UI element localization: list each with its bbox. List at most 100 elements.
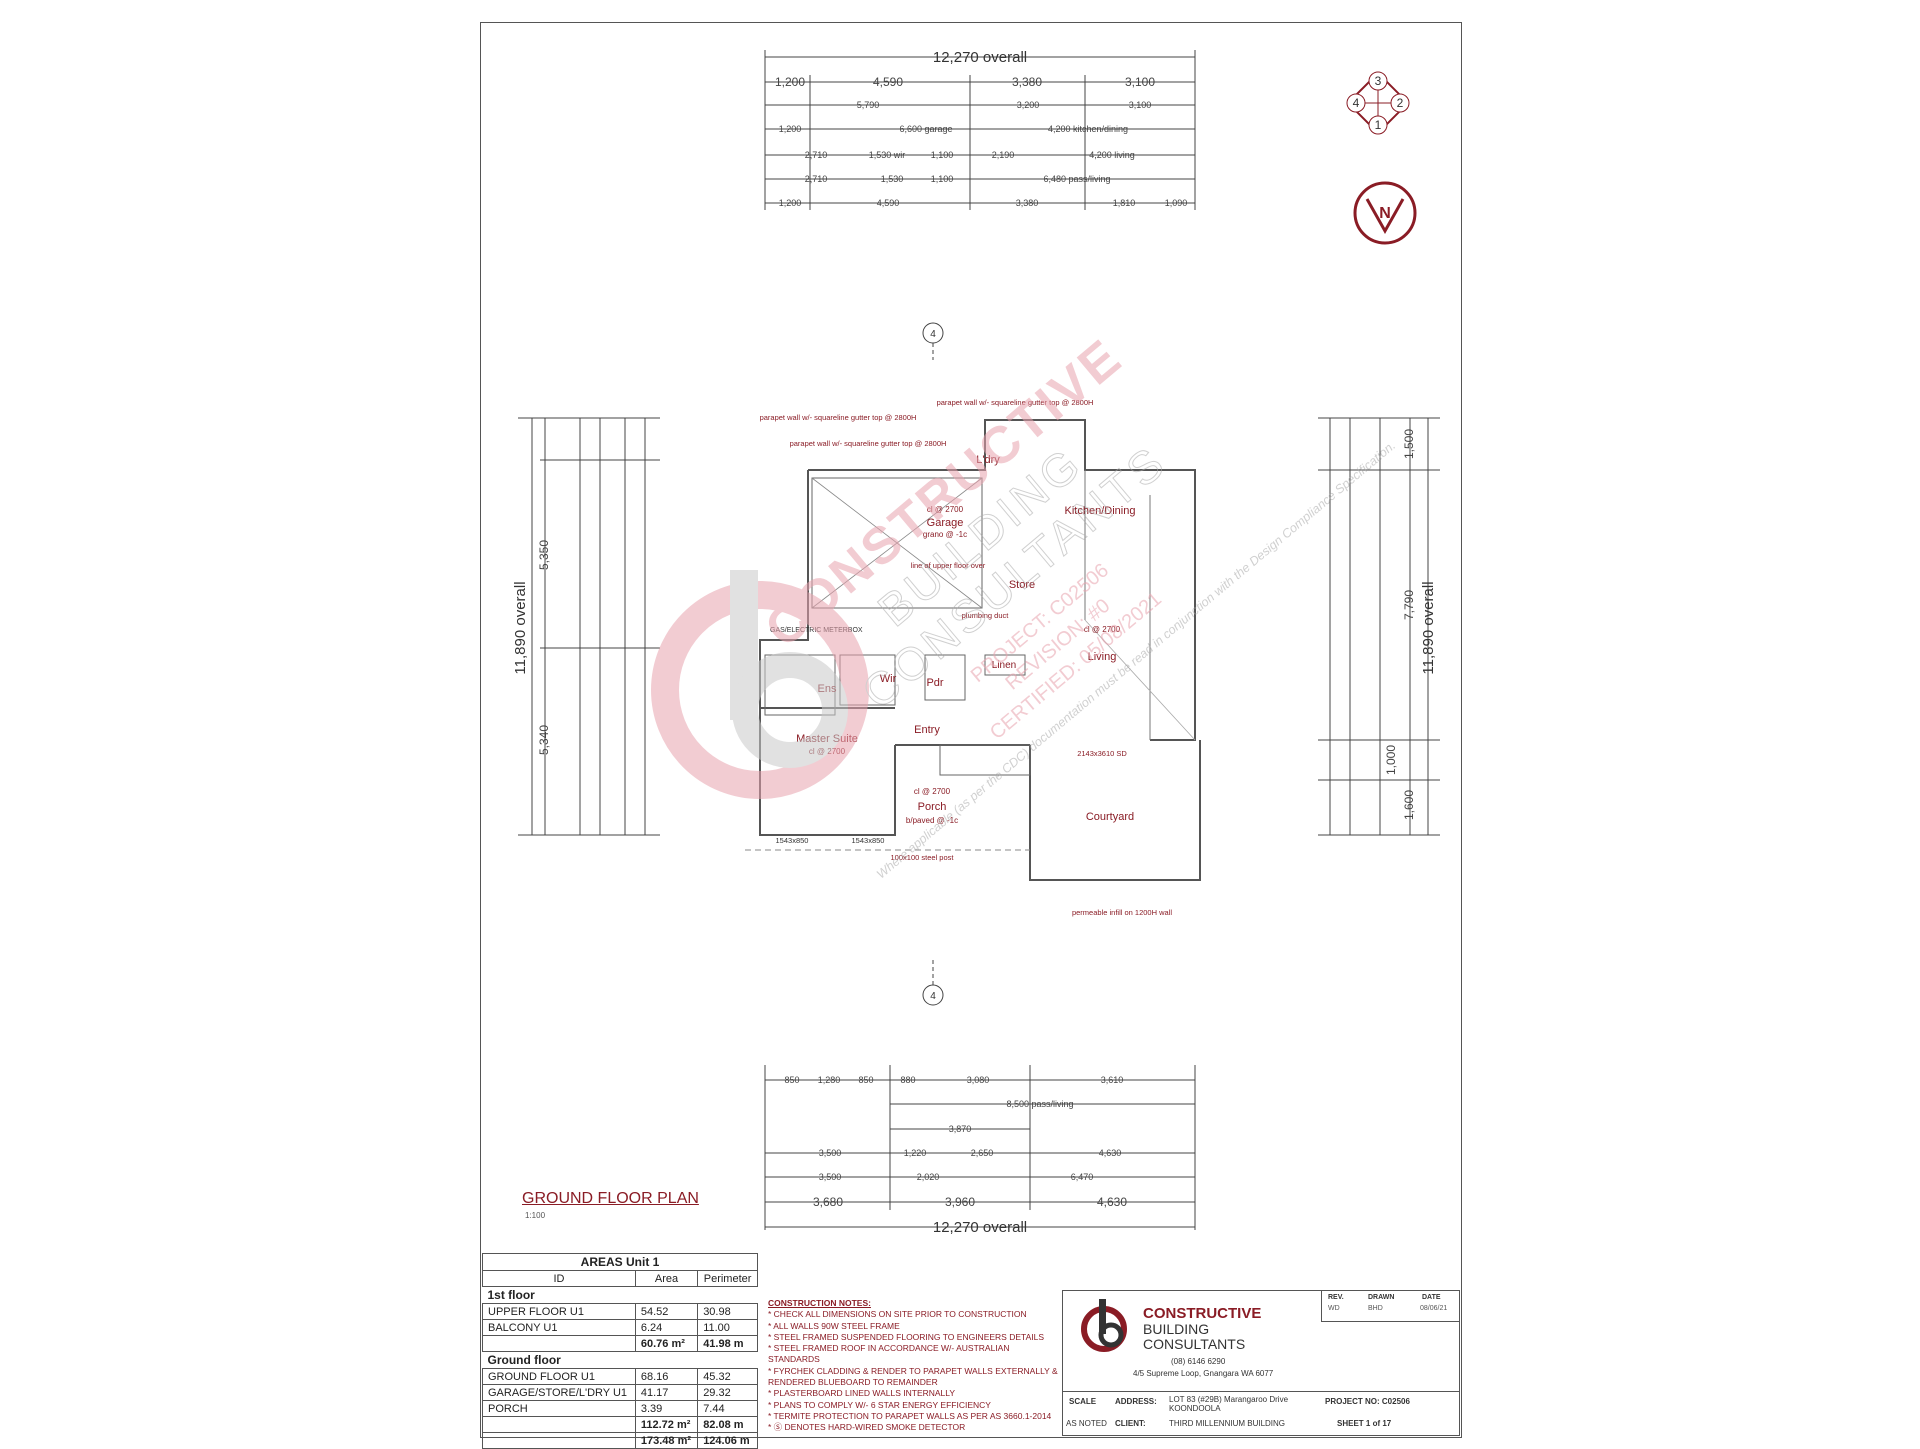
note-item: * FYRCHEK CLADDING & RENDER TO PARAPET W… [768,1365,1058,1376]
svg-text:850: 850 [858,1075,873,1085]
svg-text:cl @ 2700: cl @ 2700 [927,505,964,514]
drawing-title: GROUND FLOOR PLAN [522,1190,699,1207]
bottom-dimensions: 850 1,280 850 880 3,080 3,610 8,500 pass… [764,1065,1196,1236]
key-plan-icon: 3 4 2 1 [1346,71,1410,135]
svg-text:4,200 living: 4,200 living [1089,150,1135,160]
svg-text:2,710: 2,710 [805,150,828,160]
svg-text:cl @ 2700: cl @ 2700 [914,787,951,796]
svg-text:3,200: 3,200 [1017,100,1040,110]
left-overall-dim: 11,890 overall [512,581,529,674]
note-item: * STEEL FRAMED ROOF IN ACCORDANCE W/- AU… [768,1343,1010,1365]
right-overall-dim: 11,890 overall [1420,581,1437,674]
project-number: PROJECT NO: C02506 [1325,1397,1410,1406]
svg-text:1: 1 [1375,118,1382,132]
revision-box: REV. DRAWN DATE WD BHD 08/06/21 [1321,1291,1460,1322]
bottom-overall-dim: 12,270 overall [933,1219,1027,1236]
svg-text:parapet wall w/- squareline gu: parapet wall w/- squareline gutter top @… [937,398,1094,407]
svg-text:1,600: 1,600 [1402,790,1416,820]
svg-text:850: 850 [784,1075,799,1085]
svg-text:3,960: 3,960 [945,1195,975,1209]
svg-text:1,100: 1,100 [931,150,954,160]
areas-table: AREAS Unit 1 ID Area Perimeter 1st floor… [482,1253,758,1449]
col-area: Area [634,1270,699,1287]
room-kitchen: Kitchen/Dining [1065,505,1136,517]
note-item: * CHECK ALL DIMENSIONS ON SITE PRIOR TO … [768,1309,1027,1320]
svg-text:2,020: 2,020 [917,1172,940,1182]
company-phone: (08) 6146 6290 [1171,1357,1226,1366]
certification-watermark: CONSTRUCTIVE BUILDING CONSULTANTS PROJEC… [651,328,1398,881]
title-block-divider [1063,1391,1459,1392]
scale-label: SCALE [1069,1397,1097,1406]
room-garage: Garage [927,517,964,529]
svg-text:2,650: 2,650 [971,1148,994,1158]
svg-text:3,500: 3,500 [819,1172,842,1182]
svg-text:6,600 garage: 6,600 garage [899,124,952,134]
room-porch: Porch [918,801,947,813]
svg-text:cl @ 2700: cl @ 2700 [1084,625,1121,634]
svg-text:1,810: 1,810 [1113,198,1136,208]
svg-text:1,000: 1,000 [1384,745,1398,775]
svg-text:1,280: 1,280 [818,1075,841,1085]
company-name-1: CONSTRUCTIVE [1143,1305,1262,1322]
room-ldry: L'dry [976,454,1000,466]
note-item: * TERMITE PROTECTION TO PARAPET WALLS AS… [768,1410,1052,1421]
svg-text:4,590: 4,590 [873,75,903,89]
svg-text:6,480 pass/living: 6,480 pass/living [1043,174,1110,184]
left-dimensions: 11,890 overall 5,350 5,340 [512,417,660,836]
note-item: RENDERED BLUEBOARD TO REMAINDER [768,1377,938,1388]
svg-text:1,220: 1,220 [904,1148,927,1158]
svg-text:5,340: 5,340 [537,725,551,755]
svg-text:8,500 pass/living: 8,500 pass/living [1006,1099,1073,1109]
svg-text:4,630: 4,630 [1099,1148,1122,1158]
svg-text:1,530: 1,530 [881,174,904,184]
svg-text:2: 2 [1397,96,1404,110]
company-name-2: BUILDING [1143,1321,1210,1337]
svg-text:1,530 wir: 1,530 wir [869,150,906,160]
svg-text:3,500: 3,500 [819,1148,842,1158]
areas-title: AREAS Unit 1 [482,1253,758,1271]
svg-text:880: 880 [900,1075,915,1085]
col-id: ID [482,1270,636,1287]
company-logo-icon [1081,1299,1127,1352]
svg-text:grano @ -1c: grano @ -1c [923,530,967,539]
note-item: * PLASTERBOARD LINED WALLS INTERNALLY [768,1388,956,1399]
client-name: THIRD MILLENNIUM BUILDING [1169,1419,1286,1428]
drawing-sheet [480,22,1462,1438]
note-item: * PLANS TO COMPLY W/- 6 STAR ENERGY EFFI… [768,1399,991,1410]
svg-text:4,200 kitchen/dining: 4,200 kitchen/dining [1048,124,1128,134]
svg-text:4: 4 [930,991,936,1002]
svg-text:line of upper floor over: line of upper floor over [911,561,986,570]
room-wir: Wir [880,673,897,685]
svg-text:4: 4 [1353,96,1360,110]
company-name-3: CONSULTANTS [1143,1336,1246,1352]
note-item: * ALL WALLS 90W STEEL FRAME [768,1320,900,1331]
svg-text:1,200: 1,200 [775,75,805,89]
north-arrow-icon: N [1353,181,1417,245]
svg-text:3,610: 3,610 [1101,1075,1124,1085]
svg-text:1543x850: 1543x850 [776,836,809,845]
svg-text:2143x3610 SD: 2143x3610 SD [1077,749,1127,758]
svg-text:3,380: 3,380 [1012,75,1042,89]
svg-text:4,630: 4,630 [1097,1195,1127,1209]
room-living: Living [1088,651,1117,663]
svg-text:3: 3 [1375,74,1382,88]
group-first-floor: 1st floor [482,1286,758,1304]
svg-text:3,100: 3,100 [1125,75,1155,89]
svg-text:1,200: 1,200 [779,198,802,208]
svg-text:1,500: 1,500 [1402,429,1416,459]
sheet-number: SHEET 1 of 17 [1337,1419,1392,1428]
client-label: CLIENT: [1115,1419,1146,1428]
svg-text:5,790: 5,790 [857,100,880,110]
svg-text:1,200: 1,200 [779,124,802,134]
title-block: CONSTRUCTIVE BUILDING CONSULTANTS (08) 6… [1062,1290,1460,1436]
note-item: * STEEL FRAMED SUSPENDED FLOORING TO ENG… [768,1331,1044,1342]
svg-text:6,470: 6,470 [1071,1172,1094,1182]
